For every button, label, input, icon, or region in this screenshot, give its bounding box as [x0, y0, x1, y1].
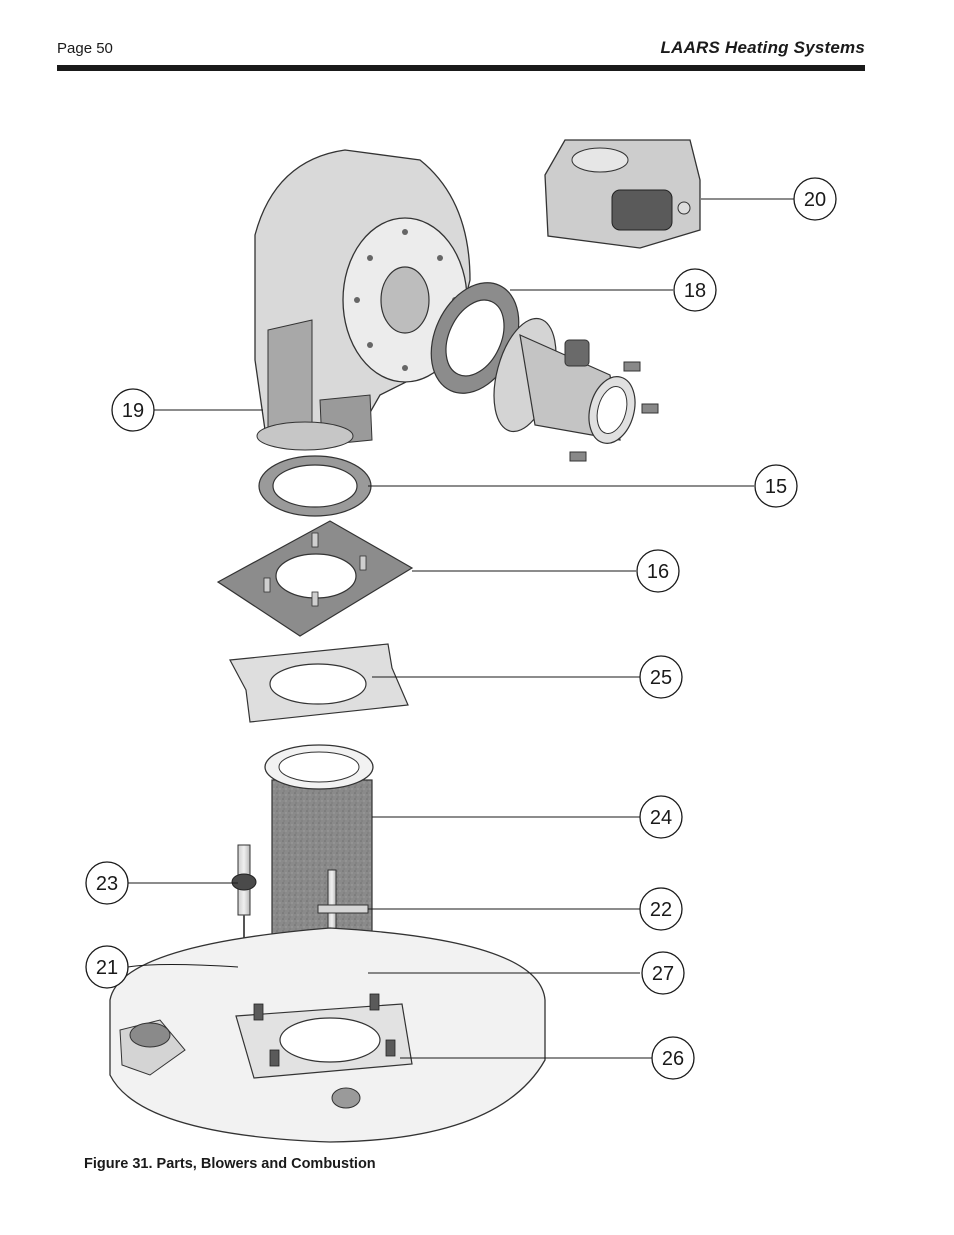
gasket-ring — [430, 282, 520, 394]
callout-label: 15 — [765, 476, 787, 498]
callout-20: 20 — [793, 177, 837, 221]
callout-label: 23 — [96, 873, 118, 895]
callout-label: 27 — [652, 963, 674, 985]
callout-26: 26 — [651, 1036, 695, 1080]
leader-lines — [127, 198, 794, 1059]
callout-19: 19 — [111, 388, 155, 432]
callout-label: 21 — [96, 957, 118, 979]
callout-23: 23 — [85, 861, 129, 905]
blower-assembly — [254, 149, 471, 451]
callout-label: 19 — [122, 400, 144, 422]
callout-22: 22 — [639, 887, 683, 931]
callout-label: 24 — [650, 807, 672, 829]
heat-exchanger-top — [109, 927, 546, 1143]
venturi-adapter — [493, 317, 659, 462]
callout-18: 18 — [673, 268, 717, 312]
callout-24: 24 — [639, 795, 683, 839]
burner-plate-gasket — [229, 643, 409, 723]
brand-title: LAARS Heating Systems — [660, 38, 865, 57]
callout-27: 27 — [641, 951, 685, 995]
callout-label: 20 — [804, 189, 826, 211]
callout-21: 21 — [85, 945, 129, 989]
callout-label: 22 — [650, 899, 672, 921]
header-rule — [57, 65, 865, 71]
figure-caption: Figure 31. Parts, Blowers and Combustion — [84, 1156, 376, 1172]
gas-valve — [544, 139, 701, 249]
mounting-plate-gasket — [216, 520, 414, 637]
callout-label: 18 — [684, 280, 706, 302]
callout-25: 25 — [639, 655, 683, 699]
callout-label: 26 — [662, 1048, 684, 1070]
flange-gasket — [258, 455, 372, 517]
callout-label: 16 — [647, 561, 669, 583]
callout-15: 15 — [754, 464, 798, 508]
callout-label: 25 — [650, 667, 672, 689]
page-number: Page 50 — [57, 40, 113, 57]
callout-16: 16 — [636, 549, 680, 593]
leader-21 — [127, 964, 239, 968]
